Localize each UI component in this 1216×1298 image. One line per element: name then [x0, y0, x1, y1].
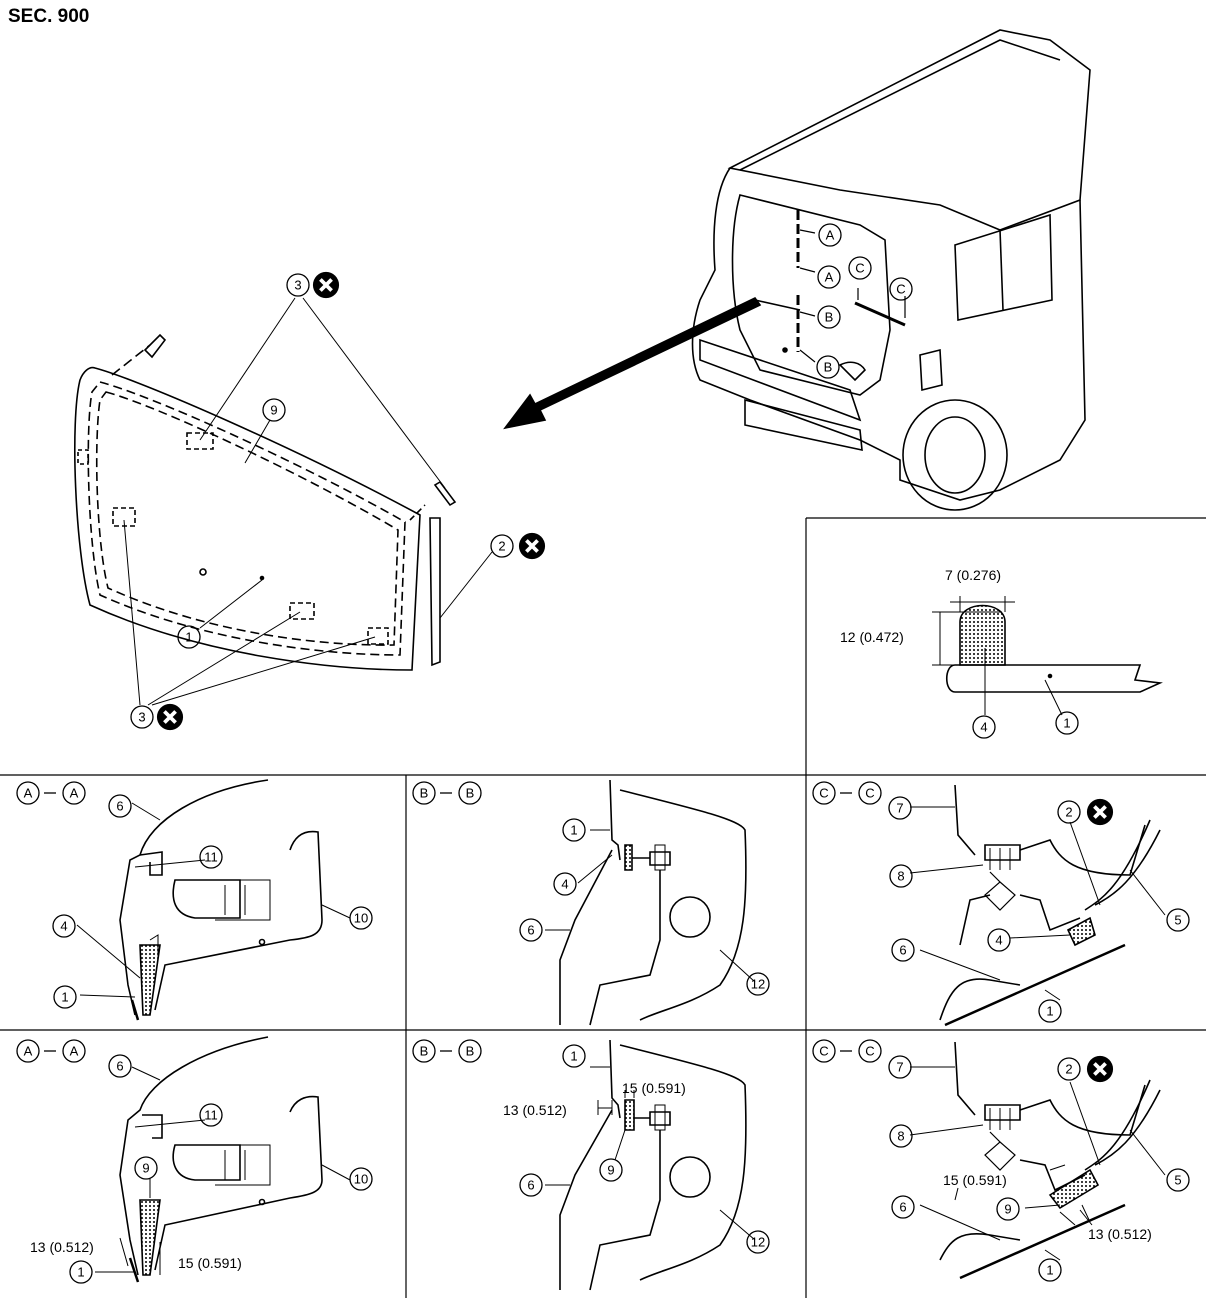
callout-4: 4: [561, 877, 568, 892]
callout-1: 1: [570, 823, 577, 838]
dimension-13mm: 13 (0.512): [503, 1102, 567, 1118]
callout-6: 6: [116, 1059, 123, 1074]
section-b-b-upper: [545, 779, 756, 1026]
callout-7: 7: [896, 1060, 903, 1075]
svg-text:A: A: [24, 1044, 33, 1059]
callout-9: 9: [142, 1161, 149, 1176]
callout-4: 4: [980, 720, 987, 735]
dimension-15mm: 15 (0.591): [622, 1080, 686, 1096]
svg-text:A: A: [70, 786, 79, 801]
section-grid: [0, 774, 1206, 1298]
callout-4: 4: [60, 919, 67, 934]
svg-text:A: A: [24, 786, 33, 801]
callout-2: 2: [1065, 1062, 1072, 1077]
callout-6: 6: [899, 943, 906, 958]
svg-text:C: C: [819, 1044, 828, 1059]
callout-2: 2: [498, 539, 505, 554]
callout-6: 6: [527, 1178, 534, 1193]
dimension-13mm: 13 (0.512): [30, 1239, 94, 1255]
section-b-b-lower: [545, 1039, 756, 1291]
callout-8: 8: [897, 1129, 904, 1144]
callout-1: 1: [1046, 1263, 1053, 1278]
callout-6: 6: [116, 799, 123, 814]
section-a-a-lower: [95, 1036, 351, 1283]
arrow-icon: [503, 296, 762, 430]
not-reusable-x-icon: [156, 271, 1114, 1083]
svg-text:C: C: [819, 786, 828, 801]
callout-2: 2: [1065, 805, 1072, 820]
callout-a: A: [825, 270, 834, 285]
callout-4: 4: [995, 933, 1002, 948]
callout-3: 3: [138, 710, 145, 725]
callout-7: 7: [896, 801, 903, 816]
callout-10: 10: [354, 1172, 368, 1187]
section-c-c-lower: [909, 1041, 1166, 1280]
section-c-c-upper: [909, 784, 1166, 1027]
back-door-glass: [74, 297, 493, 706]
svg-text:B: B: [466, 786, 475, 801]
callout-labels: 3 9 2 1 3 A A C C B B 4 1 6 11 4 10 1 1 …: [52, 223, 1190, 1284]
svg-text:B: B: [420, 786, 429, 801]
svg-text:B: B: [466, 1044, 475, 1059]
callout-b: B: [824, 360, 833, 375]
view-headers: A A B B C C A A B B C C: [16, 781, 882, 1063]
callout-11: 11: [204, 850, 218, 865]
callout-c: C: [896, 282, 905, 297]
svg-text:B: B: [420, 1044, 429, 1059]
section-a-a-upper: [76, 779, 351, 1021]
dimension-labels: 7 (0.276) 12 (0.472) 13 (0.512) 15 (0.59…: [30, 567, 1152, 1271]
callout-5: 5: [1174, 1173, 1181, 1188]
dimension-7mm: 7 (0.276): [945, 567, 1001, 583]
dimension-15mm: 15 (0.591): [178, 1255, 242, 1271]
callout-9: 9: [270, 403, 277, 418]
callout-1: 1: [1046, 1004, 1053, 1019]
callout-1: 1: [61, 990, 68, 1005]
callout-9: 9: [1004, 1202, 1011, 1217]
callout-3: 3: [294, 278, 301, 293]
callout-11: 11: [204, 1108, 218, 1123]
section-number: SEC. 900: [8, 6, 90, 27]
svg-text:C: C: [865, 1044, 874, 1059]
callout-1: 1: [570, 1049, 577, 1064]
callout-a: A: [826, 228, 835, 243]
callout-1: 1: [77, 1265, 84, 1280]
callout-1: 1: [185, 630, 192, 645]
callout-6: 6: [527, 923, 534, 938]
dimension-13mm: 13 (0.512): [1088, 1226, 1152, 1242]
dimension-15mm: 15 (0.591): [943, 1172, 1007, 1188]
callout-1: 1: [1063, 716, 1070, 731]
callout-b: B: [825, 310, 834, 325]
callout-8: 8: [897, 869, 904, 884]
svg-text:C: C: [865, 786, 874, 801]
callout-9: 9: [607, 1163, 614, 1178]
callout-12: 12: [751, 977, 765, 992]
svg-text:A: A: [70, 1044, 79, 1059]
callout-6: 6: [899, 1200, 906, 1215]
callout-5: 5: [1174, 913, 1181, 928]
adhesive-bead-detail: [805, 517, 1206, 775]
callout-c: C: [855, 261, 864, 276]
callout-12: 12: [751, 1235, 765, 1250]
vehicle-rear-view: [691, 29, 1091, 511]
dimension-12mm: 12 (0.472): [840, 629, 904, 645]
callout-10: 10: [354, 911, 368, 926]
